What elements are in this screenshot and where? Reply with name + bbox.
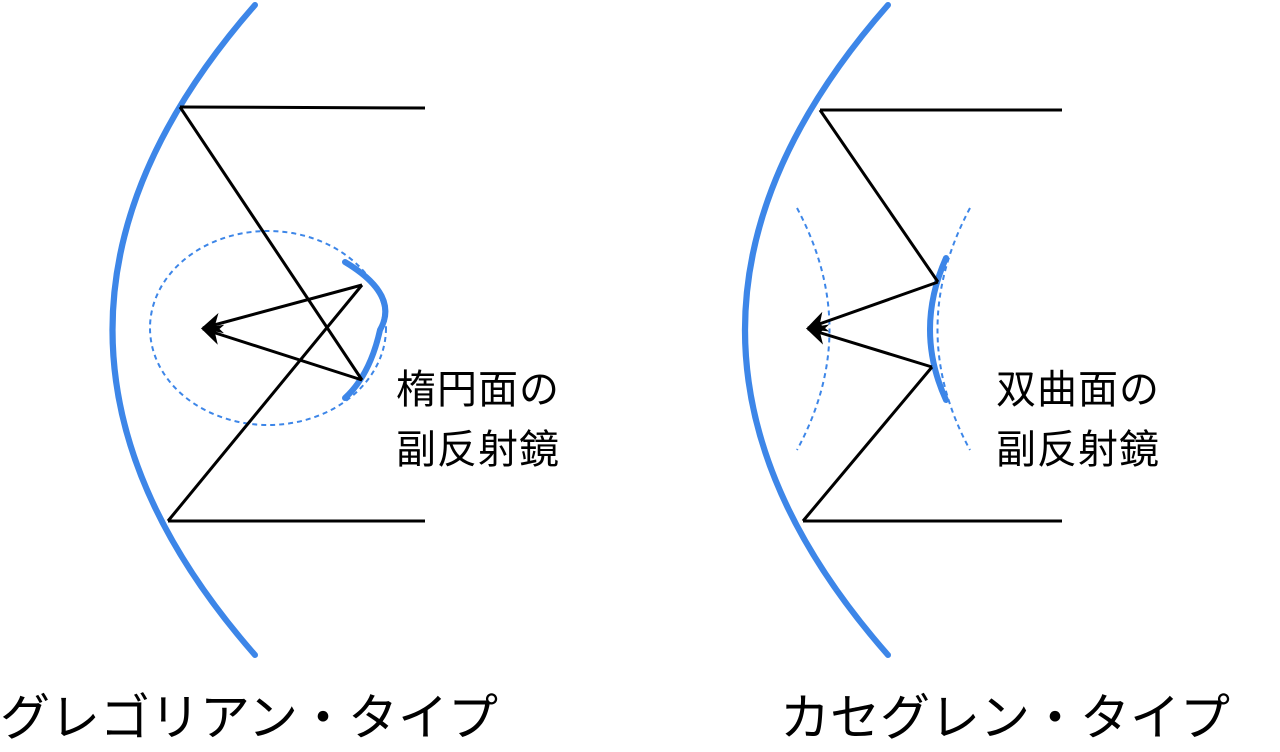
hyperbolic-subreflector — [927, 255, 949, 403]
hyperbola-guide-right — [936, 207, 971, 451]
label-line-2: 副反射鏡 — [396, 427, 560, 473]
cassegrain-title: カセグレン・タイプ — [780, 689, 1230, 747]
cassegrain-subreflector-label: 双曲面の 副反射鏡 — [996, 360, 1160, 480]
label-line-1: 楕円面の — [396, 367, 560, 413]
gregorian-title: グレゴリアン・タイプ — [0, 689, 498, 747]
main-reflector — [742, 2, 891, 658]
label-line-1: 双曲面の — [996, 367, 1160, 413]
cassegrain-diagram — [742, 2, 1062, 658]
gregorian-diagram — [109, 2, 426, 658]
hyperbola-guide-left — [796, 207, 831, 451]
rays — [166, 105, 426, 523]
ellipsoidal-subreflector — [342, 259, 389, 401]
ellipse-guide — [149, 230, 387, 426]
label-line-2: 副反射鏡 — [996, 427, 1160, 473]
main-reflector — [109, 2, 258, 658]
gregorian-subreflector-label: 楕円面の 副反射鏡 — [396, 360, 560, 480]
rays — [801, 108, 1062, 523]
